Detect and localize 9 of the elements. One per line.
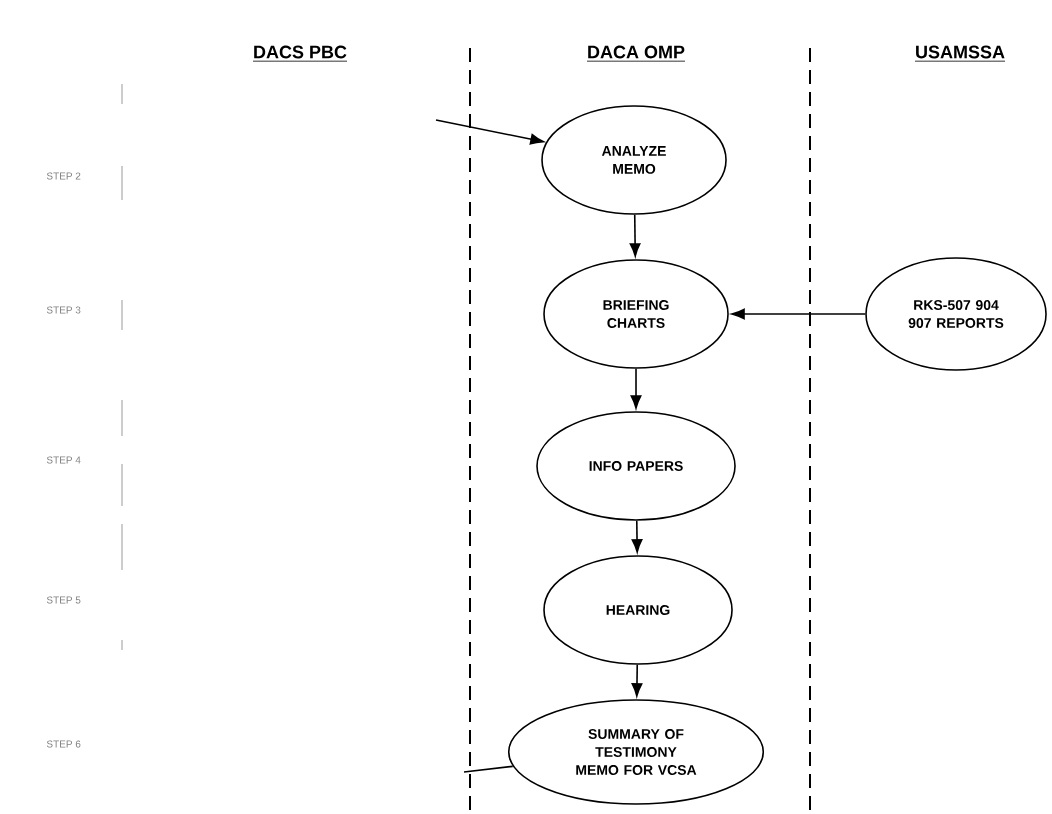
arrow bbox=[435, 119, 544, 145]
arrow bbox=[629, 214, 641, 257]
arrow bbox=[630, 368, 642, 409]
arrow bbox=[631, 664, 643, 697]
lane-header: USAMSSA bbox=[914, 45, 1006, 62]
arrow bbox=[731, 308, 866, 320]
lane-header: DACA OMP bbox=[586, 45, 686, 62]
arrow bbox=[631, 520, 643, 553]
lane-header: DACS PBC bbox=[252, 45, 348, 62]
